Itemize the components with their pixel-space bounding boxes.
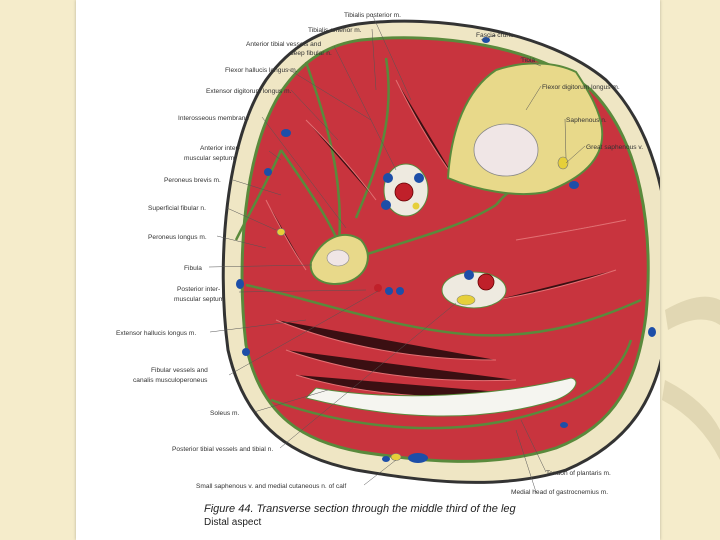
label-ant-intermuscular-1: Anterior inter- [200, 145, 240, 152]
label-fascia-cruris: Fascia cruris [476, 32, 514, 39]
ant-tibial-vein-2 [414, 173, 424, 183]
label-extensor-digitorum: Extensor digitorum longus m. [206, 88, 292, 95]
label-fibula: Fibula [184, 265, 202, 272]
superficial-veins [236, 37, 656, 463]
post-tibial-artery [477, 273, 495, 291]
label-deep-fibular-nerve: deep fibular n. [290, 50, 332, 57]
label-superficial-fibular: Superficial fibular n. [148, 205, 206, 212]
label-small-saphenous: Small saphenous v. and medial cutaneous … [196, 483, 346, 490]
label-interosseous: Interosseous membrane [178, 115, 249, 122]
deep-fascia-band [305, 377, 577, 417]
label-tendon-plantaris: Tendon of plantaris m. [546, 470, 611, 477]
label-peroneus-longus: Peroneus longus m. [148, 234, 207, 241]
leader-lines [208, 13, 586, 493]
label-flexor-hallucis: Flexor hallucis longus m. [225, 67, 298, 74]
leg-cross-section-figure: Tibialis posterior m. Tibialis anterior … [116, 12, 660, 528]
ant-tibial-vein-1 [383, 173, 393, 183]
label-great-saphenous: Great saphenous v. [586, 144, 643, 151]
label-fibular-vessels-1: Fibular vessels and [151, 367, 208, 374]
label-tibialis-posterior: Tibialis posterior m. [344, 12, 401, 19]
label-tibia: Tibia [521, 57, 535, 64]
label-flexor-digitorum: Flexor digitorum longus m. [542, 84, 620, 91]
label-peroneus-brevis: Peroneus brevis m. [164, 177, 221, 184]
label-post-intermuscular-1: Posterior inter- [177, 286, 220, 293]
slide-page: Tibialis posterior m. Tibialis anterior … [76, 0, 660, 540]
tibial-nerve [456, 294, 476, 306]
tibia-marrow [473, 123, 539, 177]
deep-fibular-nerve [412, 202, 420, 210]
post-tibial-vein [464, 270, 474, 280]
fibular-vessels [374, 284, 404, 295]
muscle-texture [265, 79, 627, 398]
superficial-fibular-nerve [276, 228, 286, 236]
label-saphenous-n: Saphenous n. [566, 117, 607, 124]
label-post-intermuscular-2: muscular septum [174, 296, 225, 303]
fibula-marrow [326, 249, 350, 267]
label-tibialis-anterior: Tibialis anterior m. [308, 27, 362, 34]
small-saphenous-nerve [390, 453, 402, 461]
label-ant-intermuscular-2: muscular septum [184, 155, 235, 162]
label-anterior-tibial-vessels: Anterior tibial vessels and [246, 41, 321, 48]
label-fibular-vessels-2: canalis musculoperoneus [133, 377, 208, 384]
label-soleus: Soleus m. [210, 410, 239, 417]
figure-subcaption: Distal aspect [204, 517, 261, 528]
great-saphenous-vein [557, 156, 569, 170]
ant-tibial-artery [394, 182, 414, 202]
figure-caption: Figure 44. Transverse section through th… [204, 503, 517, 515]
ant-tibial-vein-3 [381, 200, 391, 210]
label-medial-head: Medial head of gastrocnemius m. [511, 489, 608, 496]
label-extensor-hallucis: Extensor hallucis longus m. [116, 330, 196, 337]
label-post-tibial-vessels: Posterior tibial vessels and tibial n. [172, 446, 273, 453]
